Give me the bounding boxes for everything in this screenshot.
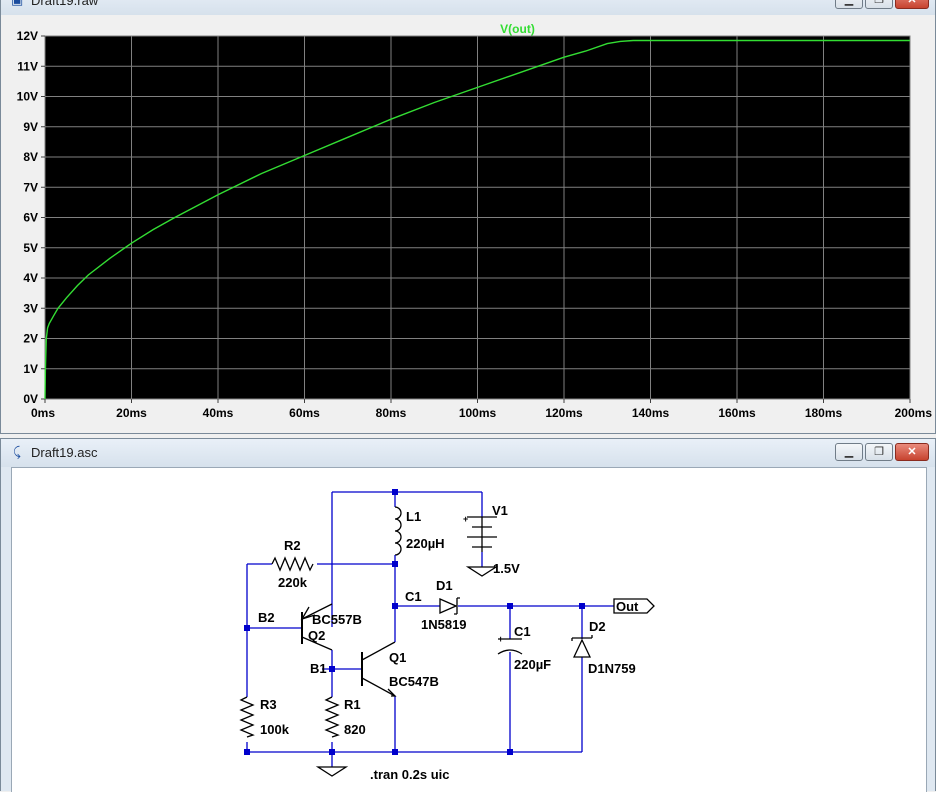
c1-net-label: C1 — [405, 589, 422, 604]
x-tick-label: 100ms — [459, 406, 497, 420]
d2-label: D2 — [589, 619, 606, 634]
v1-value: 1.5V — [493, 561, 520, 576]
schematic-titlebar[interactable]: ⤹ Draft19.asc ▁ ❐ ✕ — [1, 439, 935, 467]
waveform-title: Draft19.raw — [31, 0, 99, 8]
out-label[interactable]: Out — [616, 599, 639, 614]
restore-button[interactable]: ❐ — [865, 0, 893, 9]
c1-plus-sign: + — [498, 634, 503, 644]
x-tick-label: 40ms — [203, 406, 234, 420]
y-tick-label: 1V — [23, 362, 38, 376]
r1-label: R1 — [344, 697, 361, 712]
x-tick-label: 120ms — [545, 406, 583, 420]
restore-icon: ❐ — [874, 446, 884, 458]
x-tick-label: 180ms — [805, 406, 843, 420]
l1-value: 220µH — [406, 536, 445, 551]
spice-directive[interactable]: .tran 0.2s uic — [370, 767, 449, 782]
y-tick-label: 7V — [23, 180, 38, 194]
q2-model: BC557B — [312, 612, 362, 627]
x-tick-label: 0ms — [31, 406, 55, 420]
x-tick-label: 20ms — [116, 406, 147, 420]
schematic-drawing: L1 220µH V1 1.5V R2 220k C1 D1 1N5819 B2… — [239, 489, 655, 782]
y-tick-label: 12V — [17, 29, 38, 43]
r2-value: 220k — [278, 575, 308, 590]
schematic-canvas[interactable]: L1 220µH V1 1.5V R2 220k C1 D1 1N5819 B2… — [11, 467, 927, 792]
waveform-icon: ▣ — [11, 0, 25, 7]
b1-label: B1 — [310, 661, 327, 676]
y-tick-label: 4V — [23, 271, 38, 285]
x-tick-label: 160ms — [718, 406, 756, 420]
d1-value: 1N5819 — [421, 617, 467, 632]
trace-vout[interactable] — [44, 39, 910, 400]
trace-title[interactable]: V(out) — [500, 22, 535, 36]
restore-button-2[interactable]: ❐ — [865, 443, 893, 461]
x-tick-label: 200ms — [895, 406, 933, 420]
waveform-window: ▣ Draft19.raw ▁ ❐ ✕ 0ms 20ms 40ms 60ms 80ms 1… — [0, 0, 936, 434]
c1-label: C1 — [514, 624, 531, 639]
y-tick-label: 9V — [23, 120, 38, 134]
y-tick-label: 8V — [23, 150, 38, 164]
minimize-button-2[interactable]: ▁ — [835, 443, 863, 461]
q1-model: BC547B — [389, 674, 439, 689]
r2-label: R2 — [284, 538, 301, 553]
x-tick-label: 80ms — [376, 406, 407, 420]
minimize-button[interactable]: ▁ — [835, 0, 863, 9]
close-icon: ✕ — [907, 0, 917, 6]
y-tick-label: 5V — [23, 241, 38, 255]
y-tick-label: 11V — [17, 59, 38, 73]
restore-icon: ❐ — [874, 0, 884, 6]
b2-label: B2 — [258, 610, 275, 625]
x-tick-label: 140ms — [632, 406, 670, 420]
close-button[interactable]: ✕ — [895, 0, 929, 9]
q2-label: Q2 — [308, 628, 325, 643]
q1-label: Q1 — [389, 650, 406, 665]
x-tick-label: 60ms — [289, 406, 320, 420]
d1-label: D1 — [436, 578, 453, 593]
v1-label: V1 — [492, 503, 508, 518]
waveform-plot[interactable]: 0ms 20ms 40ms 60ms 80ms 100ms 120ms 140ms 160ms 1… — [1, 15, 935, 435]
schematic-title: Draft19.asc — [31, 445, 98, 460]
v1-plus-sign: + — [463, 514, 468, 524]
y-tick-label: 0V — [23, 392, 38, 406]
minimize-icon: ▁ — [844, 446, 854, 458]
l1-label: L1 — [406, 509, 421, 524]
r1-value: 820 — [344, 722, 366, 737]
c1-value: 220µF — [514, 657, 551, 672]
minimize-icon: ▁ — [844, 0, 854, 6]
d2-value: D1N759 — [588, 661, 636, 676]
schematic-icon: ⤹ — [13, 444, 21, 459]
y-tick-label: 10V — [17, 90, 38, 104]
close-icon: ✕ — [907, 446, 917, 458]
r3-label: R3 — [260, 697, 277, 712]
schematic-window: ⤹ Draft19.asc ▁ ❐ ✕ — [0, 438, 936, 792]
y-tick-label: 6V — [23, 211, 38, 225]
waveform-titlebar[interactable]: ▣ Draft19.raw ▁ ❐ ✕ — [1, 0, 935, 15]
y-tick-label: 2V — [23, 332, 38, 346]
r3-value: 100k — [260, 722, 290, 737]
close-button-2[interactable]: ✕ — [895, 443, 929, 461]
y-tick-label: 3V — [23, 301, 38, 315]
